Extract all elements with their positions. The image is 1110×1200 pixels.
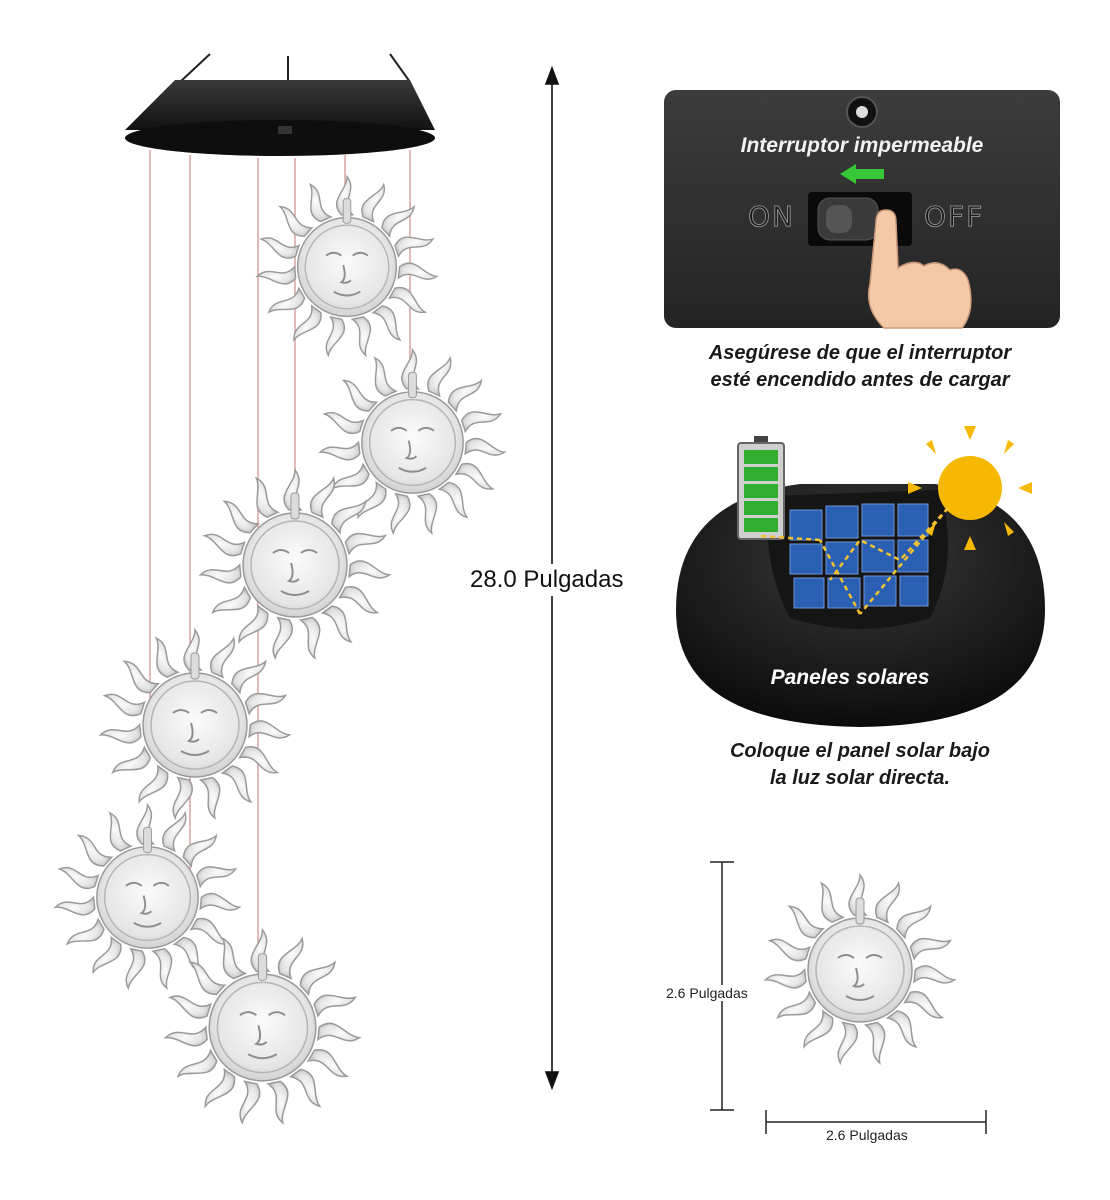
switch-caption-line-2: esté encendido antes de cargar <box>710 369 1010 391</box>
sun-ornament <box>53 803 242 992</box>
switch-caption: Asegúrese de que el interruptor esté enc… <box>650 340 1070 394</box>
sun-ornament <box>98 629 292 822</box>
off-label: OFF <box>923 200 985 234</box>
single-sun-illustration <box>763 874 957 1067</box>
switch-panel-photo <box>664 90 1060 329</box>
sun-icon <box>908 426 1032 550</box>
solar-cap <box>125 80 435 130</box>
solar-panel-label: Paneles solares <box>770 666 930 689</box>
switch-caption-line-1: Asegúrese de que el interruptor <box>708 342 1012 364</box>
solar-caption-line-2: la luz solar directa. <box>769 767 951 789</box>
solar-caption: Coloque el panel solar bajo la luz solar… <box>650 738 1070 792</box>
switch-title: Interruptor impermeable <box>740 134 984 157</box>
arrow-left-icon <box>840 164 884 184</box>
solar-caption-line-1: Coloque el panel solar bajo <box>729 740 991 762</box>
sunlight-arrows <box>759 507 949 615</box>
height-dimension-label: 28.0 Pulgadas <box>470 564 670 596</box>
wind-chime-illustration <box>53 53 507 1127</box>
small-width-dimension <box>765 1110 987 1134</box>
sun-height-label: 2.6 Pulgadas <box>666 985 748 1001</box>
solar-panel-photo <box>676 426 1045 727</box>
sun-ornament <box>198 469 392 662</box>
battery-icon <box>737 436 785 540</box>
sun-width-label: 2.6 Pulgadas <box>826 1127 908 1143</box>
pointing-finger-icon <box>867 209 972 329</box>
on-label: ON <box>748 200 795 234</box>
